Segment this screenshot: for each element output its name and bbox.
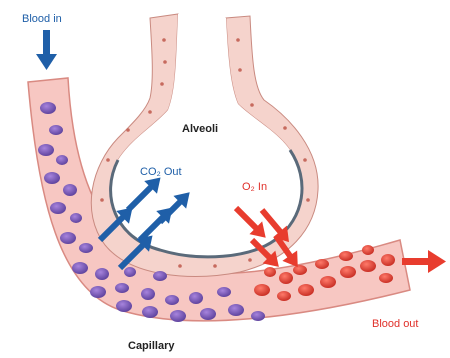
oxygenated-cell [362,245,374,255]
wall-cell [306,198,310,202]
oxygenated-cell [315,259,329,269]
deoxygenated-cell [251,311,265,321]
co2-out-label: CO₂ Out [140,166,182,178]
oxygenated-cell [254,284,270,296]
wall-cell [126,128,130,132]
wall-cell [283,126,287,130]
deoxygenated-cell [124,267,136,277]
deoxygenated-cell [60,232,76,244]
wall-cell [178,264,182,268]
deoxygenated-cell [50,202,66,214]
wall-cell [213,264,217,268]
oxygenated-cell [379,273,393,283]
oxygenated-cell [279,272,293,284]
deoxygenated-cell [142,306,158,318]
deoxygenated-cell [70,213,82,223]
oxygenated-cell [339,251,353,261]
wall-cell [106,158,110,162]
blood-out-label: Blood out [372,318,418,330]
wall-cell [303,158,307,162]
blood-out-arrow-icon [402,250,446,273]
oxygenated-cell [298,284,314,296]
deoxygenated-cell [153,271,167,281]
deoxygenated-cell [141,288,155,300]
oxygenated-cell [264,267,276,277]
oxygenated-cell [320,276,336,288]
deoxygenated-cell [90,286,106,298]
capillary-label: Capillary [128,340,175,352]
deoxygenated-cell [170,310,186,322]
alveoli-label: Alveoli [182,123,218,135]
oxygenated-cell [381,254,395,266]
deoxygenated-cell [40,102,56,114]
deoxygenated-cell [63,184,77,196]
wall-cell [162,38,166,42]
deoxygenated-cell [217,287,231,297]
deoxygenated-cell [49,125,63,135]
wall-cell [250,103,254,107]
deoxygenated-cell [56,155,68,165]
deoxygenated-cell [165,295,179,305]
deoxygenated-cell [95,268,109,280]
blood-in-label: Blood in [22,13,62,25]
blood-in-arrow-icon [36,30,57,70]
deoxygenated-cell [200,308,216,320]
oxygenated-cell [277,291,291,301]
deoxygenated-cell [72,262,88,274]
deoxygenated-cell [38,144,54,156]
wall-cell [163,60,167,64]
oxygenated-cell [340,266,356,278]
wall-cell [248,258,252,262]
deoxygenated-cell [116,300,132,312]
wall-cell [148,110,152,114]
wall-cell [238,68,242,72]
wall-cell [100,198,104,202]
deoxygenated-cell [228,304,244,316]
deoxygenated-cell [44,172,60,184]
oxygenated-cell [293,265,307,275]
wall-cell [160,82,164,86]
oxygenated-cell [360,260,376,272]
deoxygenated-cell [115,283,129,293]
deoxygenated-cell [79,243,93,253]
wall-cell [236,38,240,42]
deoxygenated-cell [189,292,203,304]
o2-in-label: O₂ In [242,181,267,193]
